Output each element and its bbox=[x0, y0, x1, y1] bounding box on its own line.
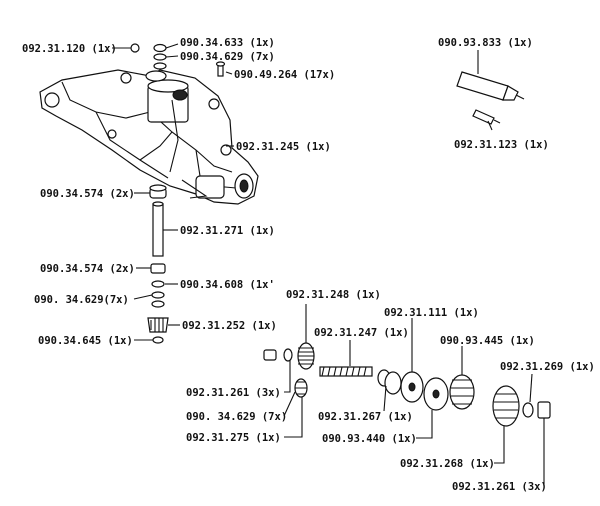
part-label: 092.31.271 (1x) bbox=[180, 225, 275, 237]
part-label: 092.31.248 (1x) bbox=[286, 289, 381, 301]
part-label: 092.31.123 (1x) bbox=[454, 139, 549, 151]
part-label: 092.31.247 (1x) bbox=[314, 327, 409, 339]
part-labels: 092.31.120 (1x) 090.34.633 (1x) 090.34.6… bbox=[22, 37, 595, 493]
part-label: 090.49.264 (17x) bbox=[234, 69, 335, 81]
part-label: 090.34.645 (1x) bbox=[38, 335, 133, 347]
part-label: 092.31.275 (1x) bbox=[186, 432, 281, 444]
part-label: 090.34.574 (2x) bbox=[40, 263, 135, 275]
part-label: 090.93.440 (1x) bbox=[322, 433, 417, 445]
transmission-housing bbox=[39, 69, 259, 205]
part-label: 092.31.245 (1x) bbox=[236, 141, 331, 153]
part-label: 090.34.608 (1x' bbox=[180, 279, 275, 291]
small-tube bbox=[472, 109, 501, 125]
part-label: 092.31.261 (3x) bbox=[186, 387, 281, 399]
part-label: 090. 34.629(7x) bbox=[34, 294, 129, 306]
leader-lines bbox=[112, 43, 545, 486]
part-label: 090.93.833 (1x) bbox=[438, 37, 533, 49]
part-label: 092.31.120 (1x) bbox=[22, 43, 117, 55]
part-label: 092.31.269 (1x) bbox=[500, 361, 595, 373]
part-label: 092.31.252 (1x) bbox=[182, 320, 277, 332]
part-label: 092.31.261 (3x) bbox=[452, 481, 547, 493]
gear-train bbox=[263, 342, 551, 427]
part-label: 090.34.629 (7x) bbox=[180, 51, 275, 63]
part-label: 090.34.633 (1x) bbox=[180, 37, 275, 49]
vertical-shaft-stack bbox=[147, 184, 169, 344]
part-label: 090. 34.629 (7x) bbox=[186, 411, 287, 423]
grease-tube bbox=[456, 71, 525, 101]
part-label: 092.31.268 (1x) bbox=[400, 458, 495, 470]
part-label: 092.31.111 (1x) bbox=[384, 307, 479, 319]
part-label: 090.93.445 (1x) bbox=[440, 335, 535, 347]
part-label: 092.31.267 (1x) bbox=[318, 411, 413, 423]
part-label: 090.34.574 (2x) bbox=[40, 188, 135, 200]
